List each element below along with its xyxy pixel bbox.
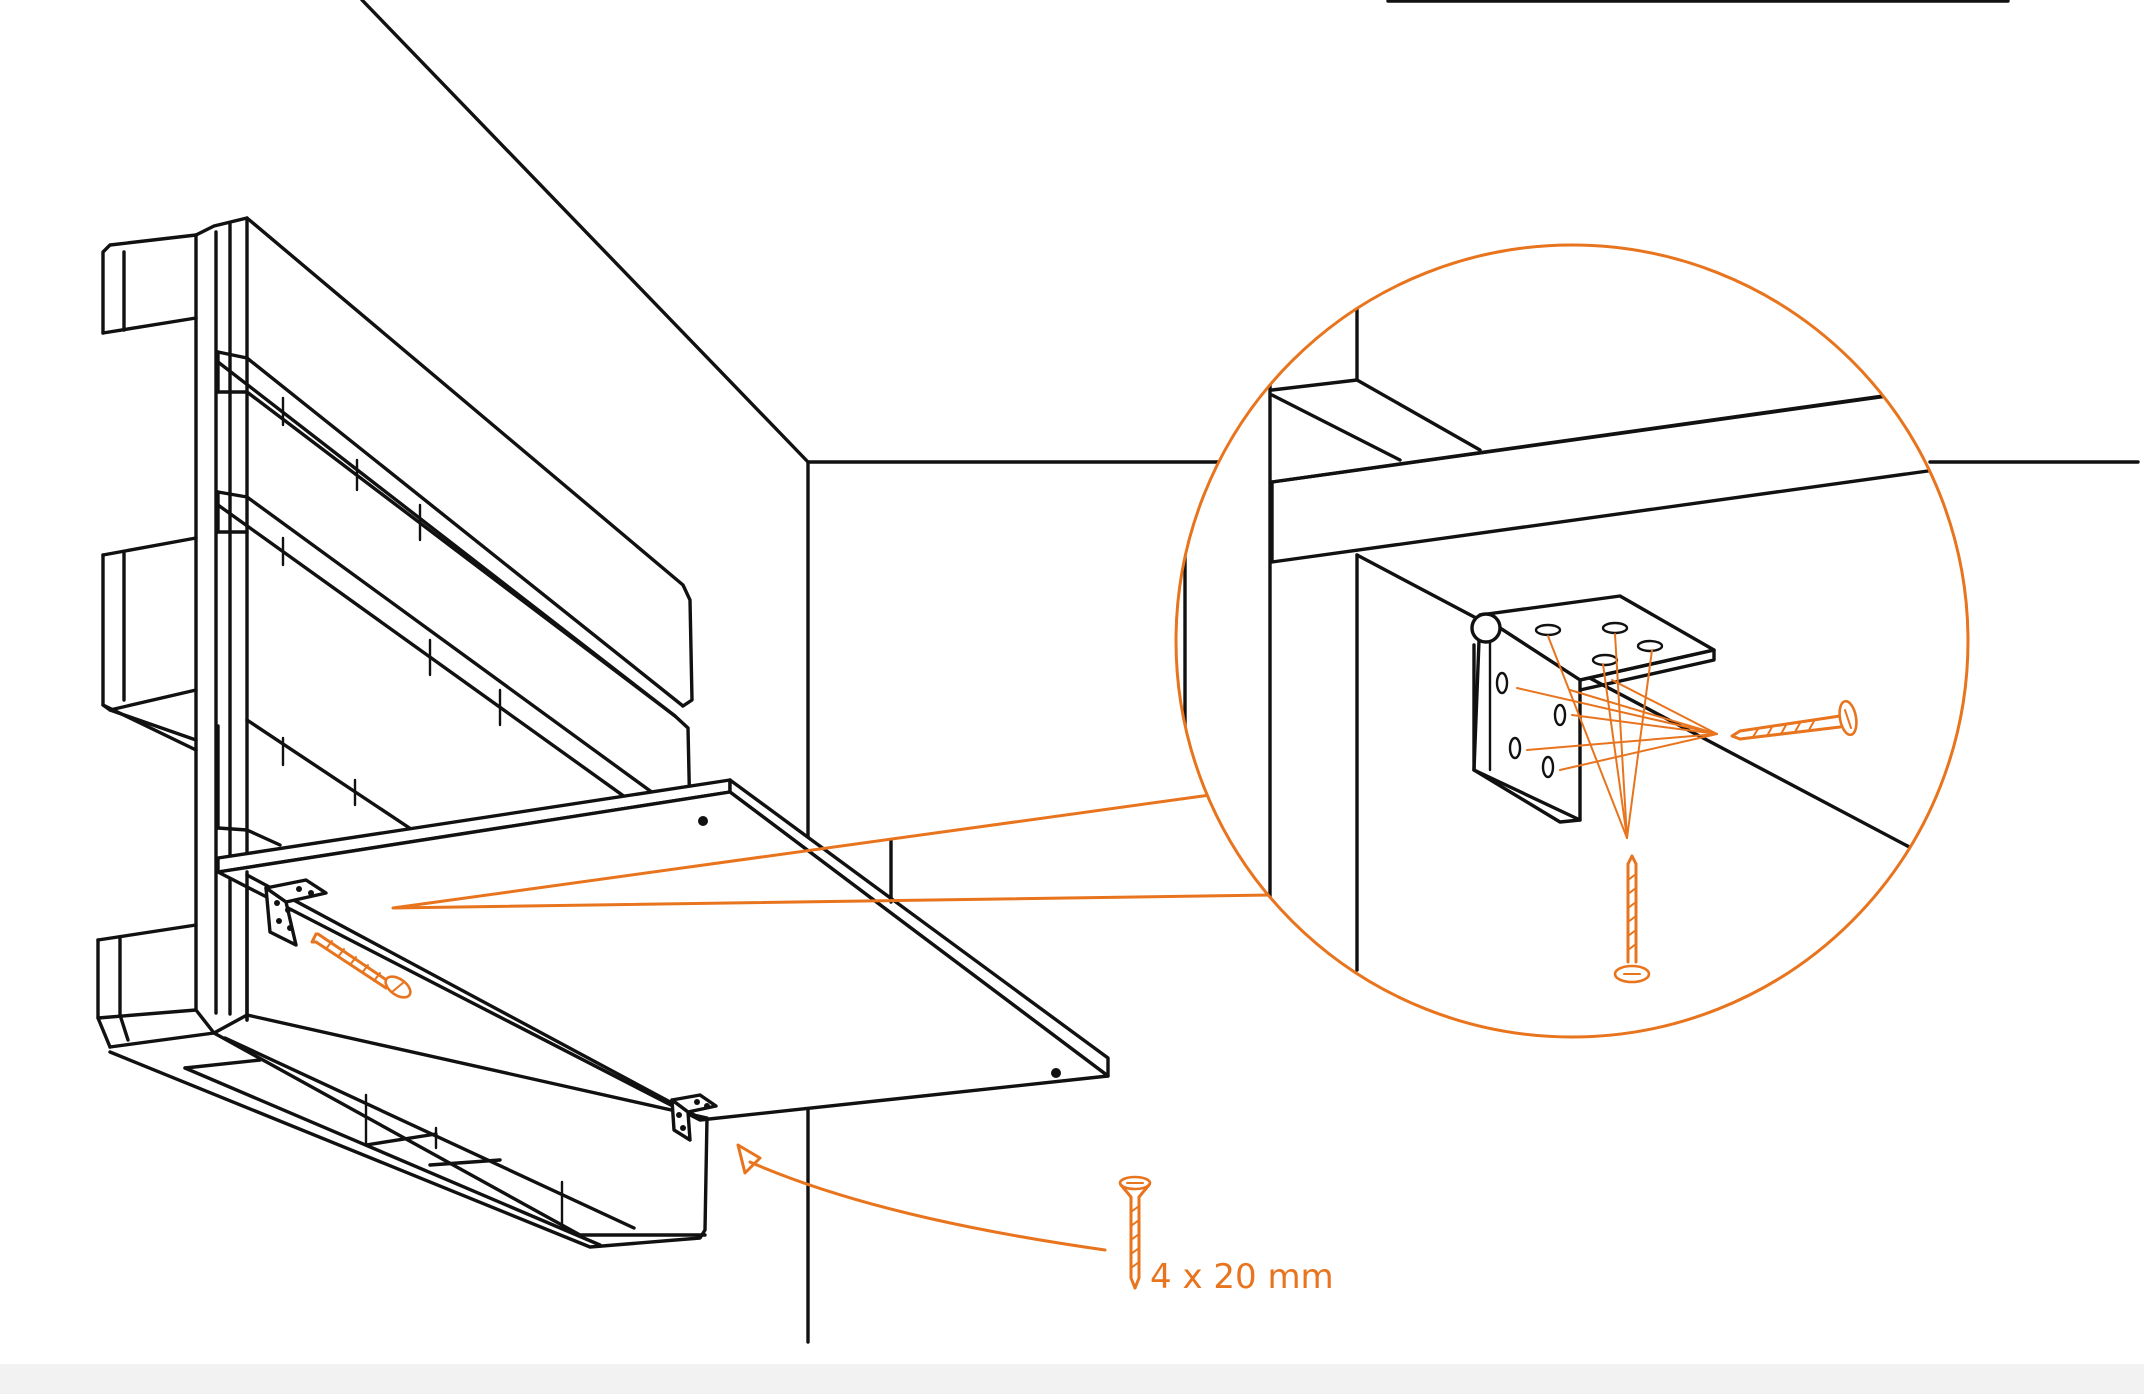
page-bottom-strip <box>0 1364 2144 1394</box>
screw-icon <box>1118 1175 1152 1290</box>
callout-leader <box>391 793 1274 910</box>
curved-arrow-icon <box>736 1143 1107 1252</box>
angle-bracket-icon <box>1470 594 1716 824</box>
screw-icon <box>1613 854 1651 984</box>
shelf-rack <box>96 216 709 1249</box>
screw-position-lines <box>1516 633 1718 839</box>
screw-icon <box>1730 699 1858 741</box>
detail-callout <box>1174 243 1970 1039</box>
shelf-board <box>216 778 1110 1122</box>
magnifier-circle-icon <box>1174 243 1970 1039</box>
screw-size-label: 4 x 20 mm <box>1150 1257 1334 1297</box>
angle-bracket-left <box>264 878 328 947</box>
screw-icon <box>310 932 412 999</box>
angle-bracket-right <box>670 1093 718 1142</box>
